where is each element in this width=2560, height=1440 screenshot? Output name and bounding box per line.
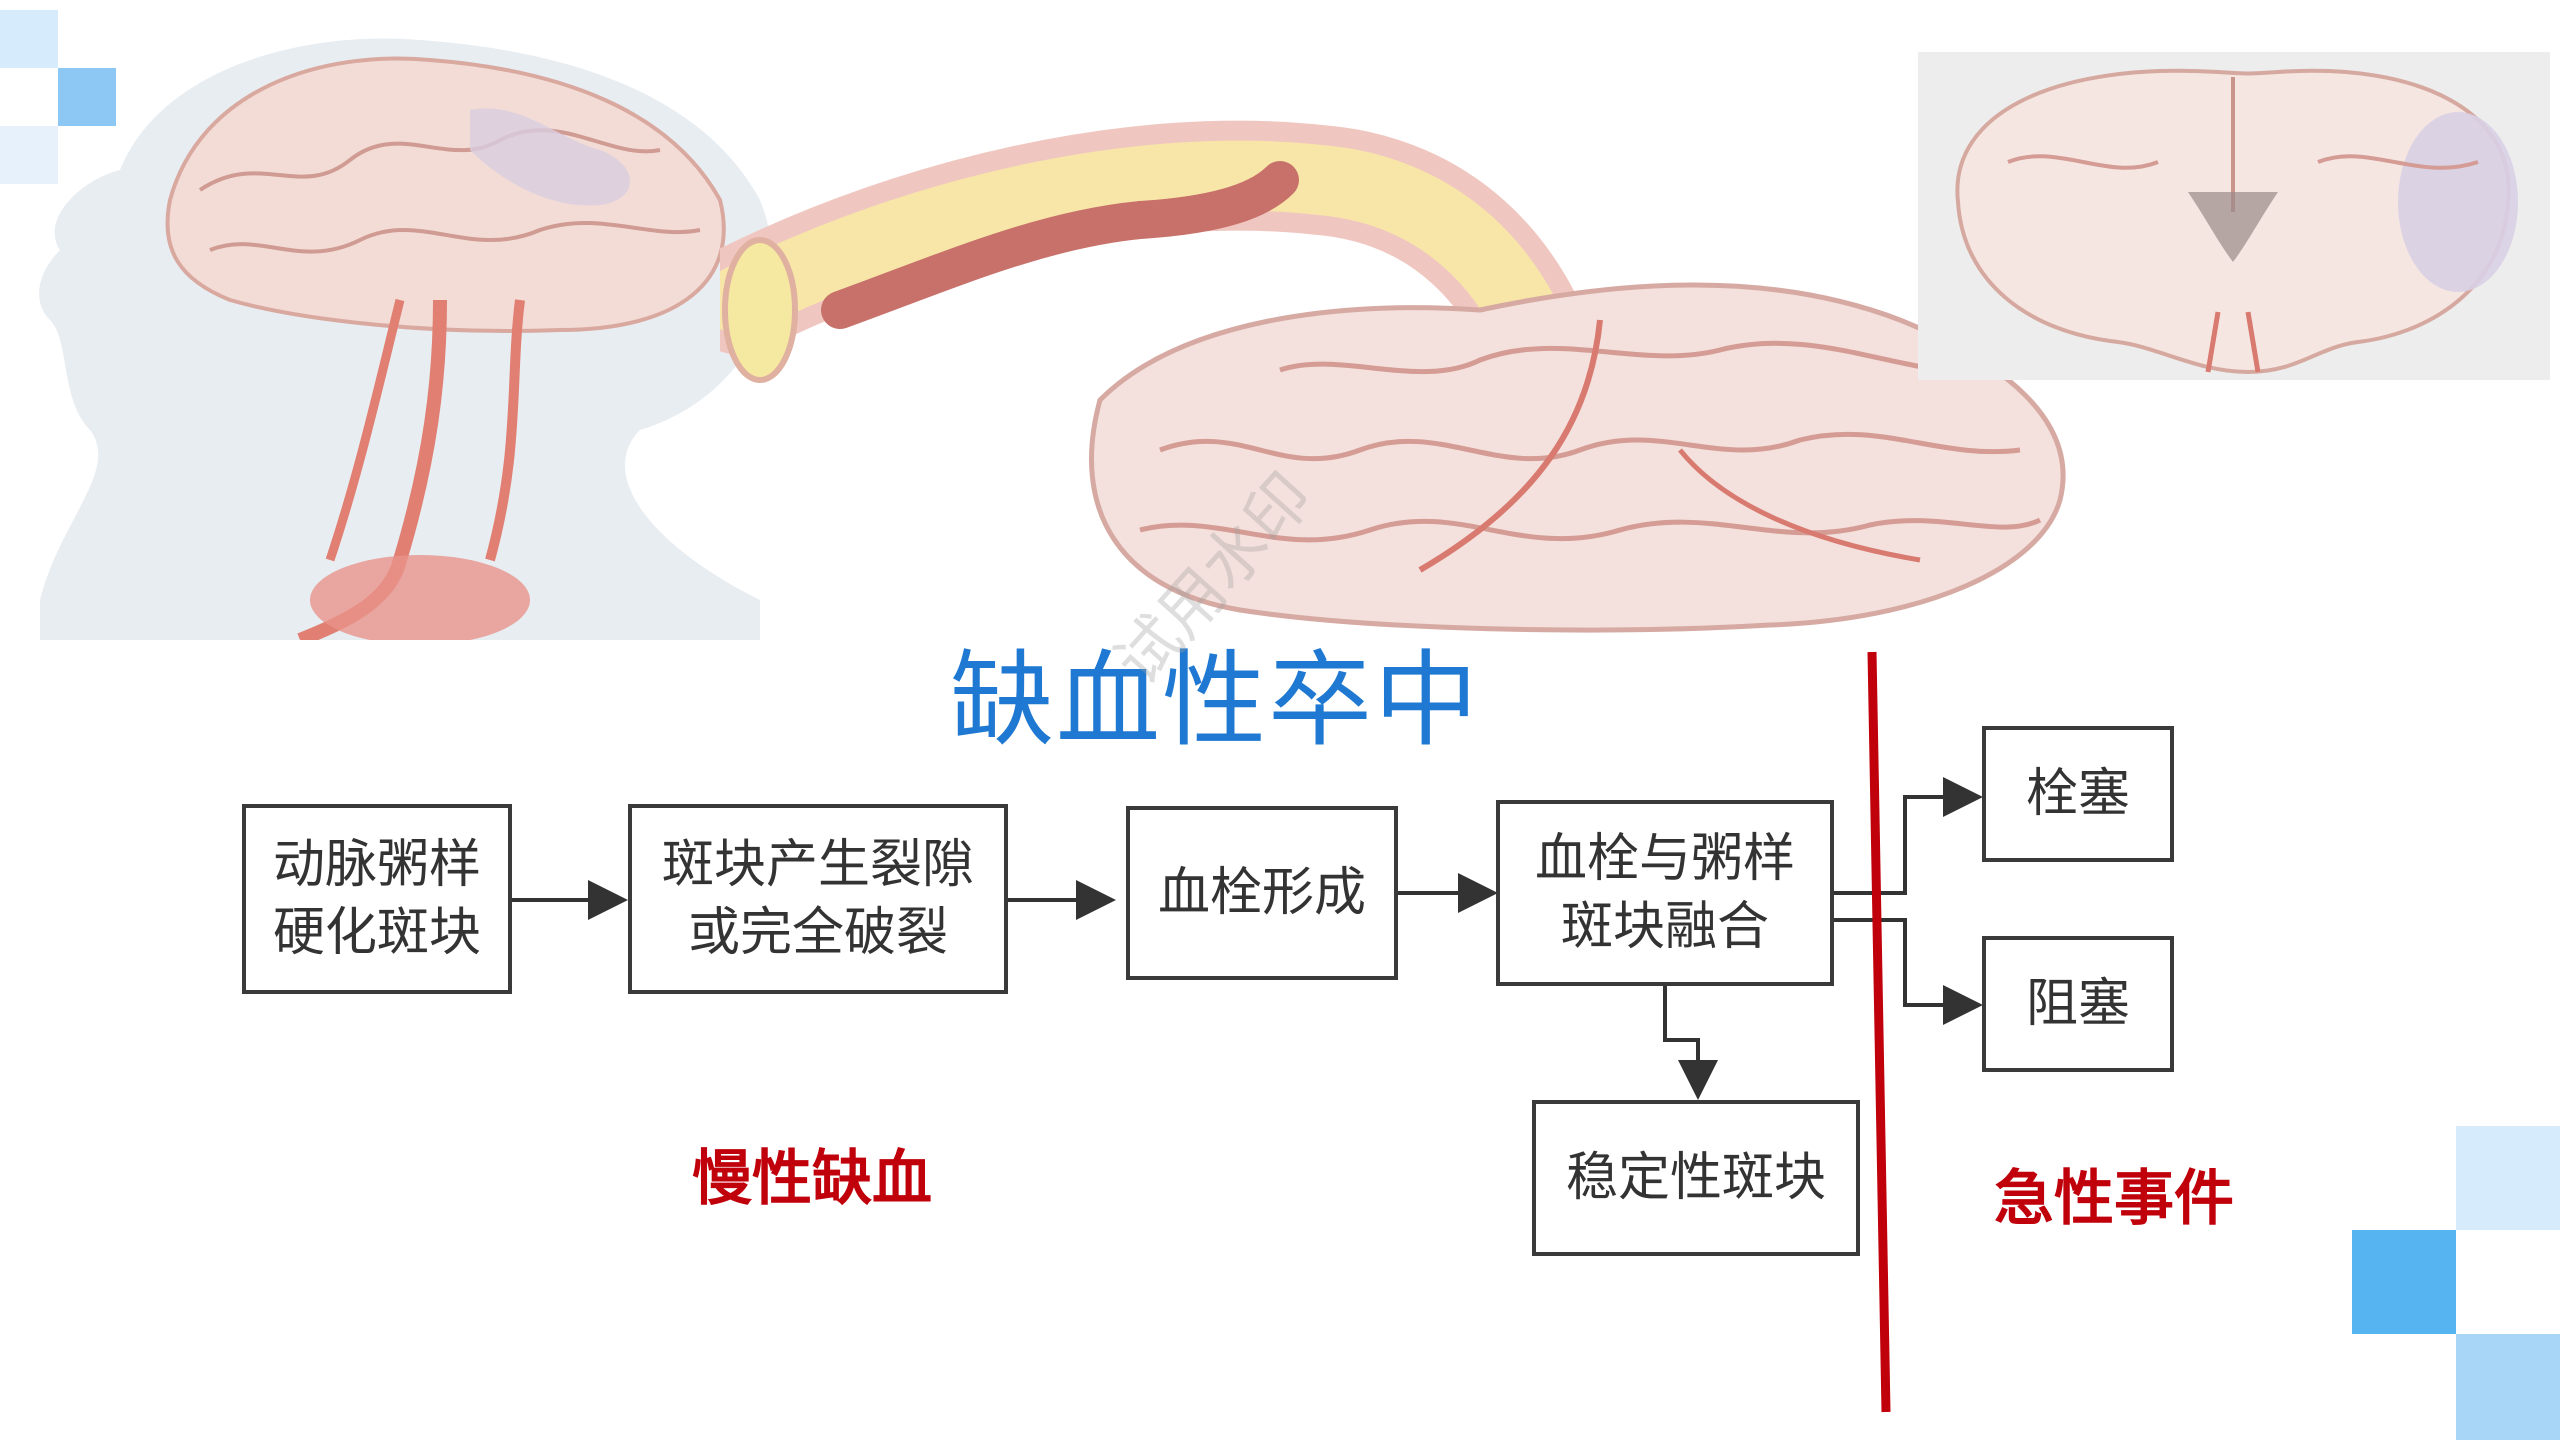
box7-line1: 阻塞 <box>2025 974 2130 1034</box>
arrow-4-5 <box>1663 985 1718 1100</box>
box2-line1: 斑块产生裂隙 <box>661 835 974 895</box>
acute-event-label: 急性事件 <box>1994 1164 2234 1234</box>
box4-line2: 斑块融合 <box>1560 897 1769 957</box>
head-brain-illustration <box>39 38 773 640</box>
acute-divider-line <box>1867 651 1891 1413</box>
arrow-4-7 <box>1834 918 1983 1025</box>
corner-deco-top-left-3 <box>0 126 58 184</box>
box-embolism: 栓塞 <box>1982 726 2174 862</box>
box6-line1: 栓塞 <box>2025 764 2130 824</box>
box1-line1: 动脉粥样 <box>272 835 481 895</box>
chronic-ischemia-label: 慢性缺血 <box>692 1144 932 1214</box>
box-stable-plaque: 稳定性斑块 <box>1532 1100 1860 1256</box>
box-plaque-rupture: 斑块产生裂隙或完全破裂 <box>628 804 1008 994</box>
corner-deco-bottom-right-2 <box>2352 1230 2456 1334</box>
box2-line2: 或完全破裂 <box>687 903 948 963</box>
box1-line2: 硬化斑块 <box>272 903 481 963</box>
box-atherosclerotic-plaque: 动脉粥样硬化斑块 <box>242 804 512 994</box>
corner-deco-top-left-2 <box>58 68 116 126</box>
box-occlusion: 阻塞 <box>1982 936 2174 1072</box>
corner-deco-top-left-1 <box>0 10 58 68</box>
box3-line1: 血栓形成 <box>1157 863 1366 923</box>
corner-deco-bottom-right-1 <box>2456 1126 2560 1230</box>
box4-line1: 血栓与粥样 <box>1534 829 1795 889</box>
artery-brain-illustration <box>720 120 2066 633</box>
box-thrombus-plaque-fusion: 血栓与粥样斑块融合 <box>1496 800 1834 986</box>
box5-line1: 稳定性斑块 <box>1565 1148 1826 1208</box>
corner-deco-bottom-right-3 <box>2456 1334 2560 1440</box>
brain-section-illustration <box>1918 52 2550 380</box>
diagram-title: 缺血性卒中 <box>950 639 1481 761</box>
box-thrombus-formation: 血栓形成 <box>1126 806 1398 980</box>
arrow-4-6 <box>1834 777 1983 895</box>
